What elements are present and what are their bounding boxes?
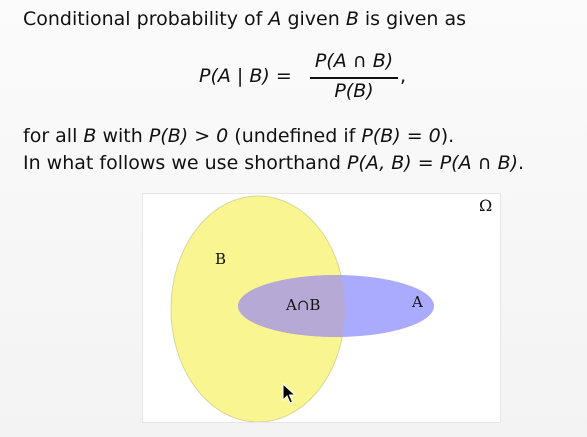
formula-lhs: P(A | B) =	[199, 65, 292, 87]
condition-text-part: (undefined if	[228, 125, 362, 147]
condition-text-part: ).	[440, 125, 455, 147]
formula-fraction: P(A ∩ B) P(B)	[307, 50, 401, 106]
intersection-label: A∩B	[286, 296, 321, 314]
symbol-b: B	[83, 125, 97, 147]
fraction-bar	[310, 77, 398, 79]
intersection-region	[238, 275, 345, 337]
condition-text-part: for all	[23, 125, 84, 147]
set-a-label: A	[412, 293, 423, 311]
intro-text: Conditional probability of A given B is …	[23, 8, 466, 30]
set-b-label: B	[215, 250, 227, 268]
shorthand-formula: P(A, B) = P(A ∩ B)	[346, 152, 519, 174]
sample-space-label: Ω	[479, 196, 493, 215]
condition-formula: P(B) > 0	[148, 125, 229, 147]
venn-diagram: Ω B A A∩B	[142, 193, 501, 423]
formula-comma: ,	[400, 65, 407, 87]
shorthand-text: In what follows we use shorthand P(A, B)…	[23, 152, 524, 174]
symbol-b: B	[345, 8, 359, 30]
condition-text-part: with	[96, 125, 149, 147]
symbol-a: A	[268, 8, 282, 30]
condition-text: for all B with P(B) > 0 (undefined if P(…	[23, 125, 454, 147]
intro-text-part: is given as	[358, 8, 467, 30]
formula-denominator: P(B)	[334, 80, 374, 102]
mouse-cursor-icon	[282, 383, 296, 404]
intro-text-part: Conditional probability of	[23, 8, 269, 30]
venn-shapes	[170, 195, 434, 422]
conditional-probability-formula: P(A | B) = P(A ∩ B) P(B) ,	[199, 50, 419, 110]
formula-numerator: P(A ∩ B)	[314, 50, 394, 72]
undefined-formula: P(B) = 0	[361, 125, 441, 147]
shorthand-text-part: In what follows we use shorthand	[23, 152, 347, 174]
shorthand-text-part: .	[518, 152, 525, 174]
intro-text-part: given	[281, 8, 346, 30]
